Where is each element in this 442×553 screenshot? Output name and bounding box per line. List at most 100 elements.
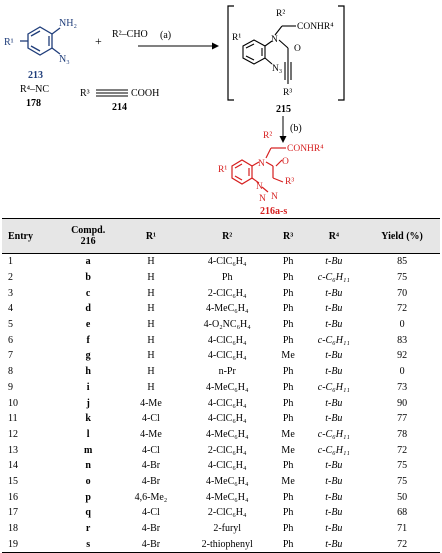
product-n-label: N: [258, 159, 265, 169]
cell-r4: t-Bu: [325, 303, 343, 315]
cell-r4: t-Bu: [325, 256, 343, 268]
cell-r3: Me: [281, 428, 295, 440]
cell-r3: Me: [281, 475, 295, 487]
intermediate-n-label: N: [271, 35, 278, 45]
cell-r4: t-Bu: [325, 460, 343, 472]
aldehyde-label: R²–CHO: [112, 29, 148, 40]
cell-r4: c-C₆H₁₁: [317, 428, 350, 440]
product-o-label: O: [282, 157, 289, 167]
cell-r1: 4-Br: [120, 536, 182, 553]
cell-entry: 19: [2, 536, 57, 553]
cell-yield: 50: [397, 491, 408, 503]
cell-compound: j: [86, 397, 90, 409]
cell-entry: 18: [8, 523, 18, 535]
cell-r2: 4-ClC₆H₄: [207, 397, 247, 409]
cell-entry: 15: [8, 475, 18, 487]
cell-r3: Ph: [282, 460, 294, 472]
compound-214-number: 214: [112, 102, 127, 113]
intermediate-215-structure: [242, 25, 296, 84]
cell-compound: d: [85, 303, 91, 315]
cell-compound: i: [86, 381, 90, 393]
cell-r1: 4-Br: [141, 475, 161, 487]
cell-entry: 4: [8, 303, 13, 315]
cell-r3: Ph: [282, 413, 294, 425]
compound-178-number: 178: [26, 98, 41, 109]
step-a-label: (a): [160, 30, 171, 41]
cell-compound: r: [85, 523, 91, 535]
cell-compound: k: [85, 413, 91, 425]
reaction-scheme: NH₂ N₃ R¹ 213 + R²–CHO R⁴–NC 178 R³ COOH…: [4, 5, 345, 216]
cell-yield: 72: [364, 536, 440, 553]
cell-r2: 4-MeC₆H₄: [205, 428, 249, 440]
intermediate-r3-label: R³: [283, 88, 292, 98]
cell-yield: 75: [397, 272, 408, 284]
cell-yield: 85: [397, 256, 408, 268]
header-yield: Yield (%): [364, 218, 440, 254]
cell-compound: c: [85, 287, 91, 299]
intermediate-r1-label: R¹: [232, 33, 241, 43]
cell-compound: p: [85, 491, 91, 503]
cell-r2: 4-ClC₆H₄: [207, 413, 247, 425]
cell-r1: 4-Cl: [142, 507, 160, 519]
product-n1-label: N: [256, 182, 263, 192]
compound-215-number: 215: [276, 104, 291, 115]
cell-r4: t-Bu: [325, 523, 343, 535]
cell-r2: 4-MeC₆H₄: [205, 491, 249, 503]
cell-compound: l: [86, 428, 90, 440]
cell-r2: 4-O₂NC₆H₄: [203, 319, 251, 331]
cell-r1: H: [147, 287, 155, 299]
nh2-label: NH₂: [59, 18, 77, 29]
cell-r2: 4-ClC₆H₄: [207, 350, 247, 362]
cell-r4: t-Bu: [325, 491, 343, 503]
cell-r3: Ph: [282, 256, 294, 268]
cell-r2: 4-MeC₆H₄: [205, 381, 249, 393]
cell-yield: 0: [399, 366, 405, 378]
cell-r3: Ph: [282, 303, 294, 315]
cell-r2: 2-ClC₆H₄: [207, 287, 247, 299]
cell-yield: 77: [397, 413, 408, 425]
step-b-label: (b): [290, 123, 302, 134]
cell-r3: Ph: [282, 491, 294, 503]
header-entry: Entry: [2, 218, 57, 254]
table-header-row: Entry Compd.216 R¹ R² R³ R⁴ Yield (%): [2, 218, 440, 254]
alkyne-bond-214: [96, 89, 128, 97]
cell-compound: a: [85, 256, 91, 268]
cell-r4: t-Bu: [325, 397, 343, 409]
cell-r1: H: [147, 381, 155, 393]
cell-r2: 2-thiophenyl: [181, 536, 273, 553]
cell-r1: 4-Me: [140, 428, 162, 440]
product-r2-label: R²: [263, 131, 272, 141]
intermediate-o-label: O: [294, 44, 301, 54]
cell-r4: c-C₆H₁₁: [317, 272, 350, 284]
cell-compound: g: [85, 350, 91, 362]
header-r2: R²: [181, 218, 273, 254]
cell-entry: 16: [8, 491, 18, 503]
cell-r1: H: [147, 366, 155, 378]
cell-r2: 4-ClC₆H₄: [207, 460, 247, 472]
intermediate-conhr4-label: CONHR⁴: [297, 22, 334, 32]
cell-r1: 4-Cl: [142, 444, 160, 456]
cell-entry: 10: [8, 397, 18, 409]
cell-r3: Ph: [282, 287, 294, 299]
cell-entry: 13: [8, 444, 18, 456]
cell-entry: 7: [8, 350, 13, 362]
cell-yield: 72: [397, 303, 408, 315]
cell-r4: t-Bu: [325, 507, 343, 519]
product-conhr4-label: CONHR⁴: [287, 144, 324, 154]
cell-r1: 4-Cl: [142, 413, 160, 425]
cell-r2: 4-MeC₆H₄: [205, 303, 249, 315]
cell-yield: 92: [397, 350, 408, 362]
product-r1-label: R¹: [218, 165, 227, 175]
cell-compound: s: [56, 536, 121, 553]
cell-r3: Me: [281, 350, 295, 362]
